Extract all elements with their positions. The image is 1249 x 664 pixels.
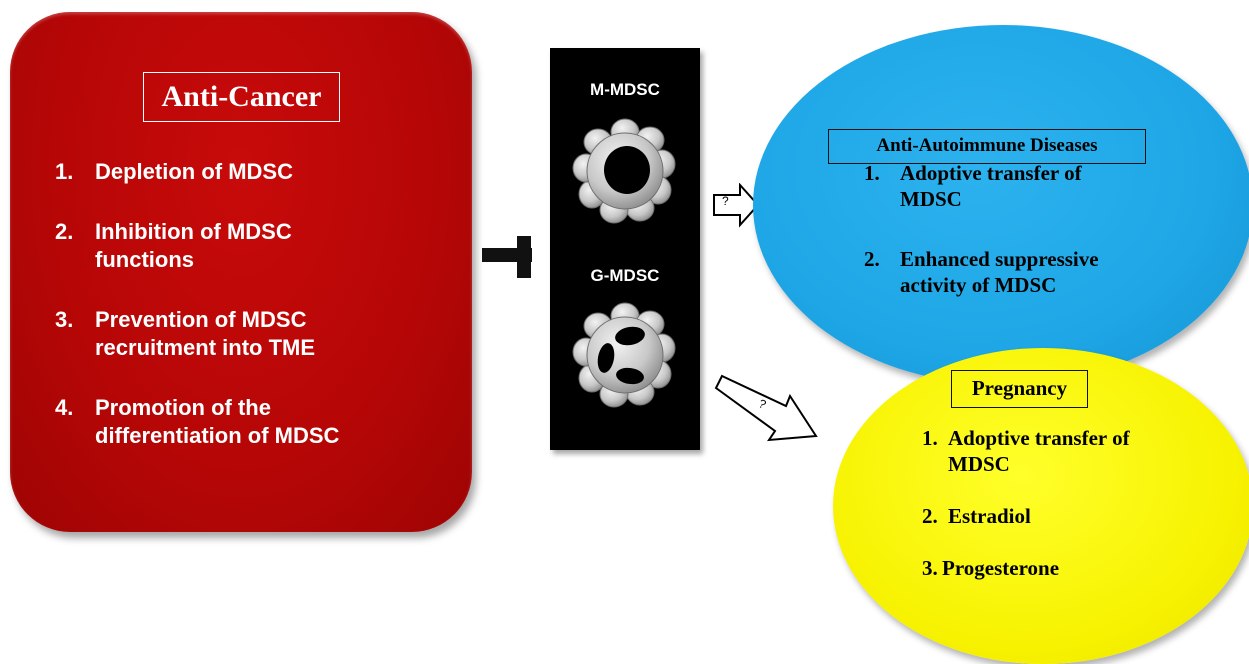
anti-autoimmune-ellipse: [753, 25, 1249, 385]
anti-cancer-box: [10, 12, 472, 532]
anti-cancer-item-2-text: Inhibition of MDSC functions: [95, 219, 292, 272]
pregnancy-list: 1. Adoptive transfer of MDSC 2. Estradio…: [922, 425, 1178, 581]
anti-autoimmune-title: Anti-Autoimmune Diseases: [828, 129, 1146, 164]
anti-autoimmune-item-1-number: 1.: [864, 161, 880, 185]
g-mdsc-cell-icon: [572, 302, 676, 408]
anti-autoimmune-item-2: 2. Enhanced suppressive activity of MDSC: [864, 246, 1150, 298]
anti-cancer-item-4-number: 4.: [55, 395, 74, 420]
arrow-to-autoimmune-label: ?: [722, 194, 729, 208]
anti-cancer-item-3: 3. Prevention of MDSC recruitment into T…: [55, 306, 395, 362]
anti-cancer-title: Anti-Cancer: [143, 72, 340, 122]
arrow-to-autoimmune-icon: [713, 183, 760, 228]
anti-cancer-item-3-number: 3.: [55, 307, 74, 332]
anti-cancer-item-2: 2. Inhibition of MDSC functions: [55, 218, 395, 274]
anti-cancer-item-4-text: Promotion of the differentiation of MDSC: [95, 395, 340, 448]
inhibition-bar: [517, 236, 531, 278]
anti-autoimmune-item-1-text: Adoptive transfer of MDSC: [900, 161, 1082, 211]
anti-autoimmune-item-2-text: Enhanced suppressive activity of MDSC: [900, 247, 1099, 297]
anti-cancer-item-1-number: 1.: [55, 159, 74, 184]
anti-cancer-item-1: 1. Depletion of MDSC: [55, 158, 395, 186]
pregnancy-item-1-text: Adoptive transfer of MDSC: [948, 426, 1130, 476]
anti-autoimmune-list: 1. Adoptive transfer of MDSC 2. Enhanced…: [864, 160, 1150, 298]
pregnancy-item-2: 2. Estradiol: [922, 503, 1178, 529]
anti-autoimmune-item-2-number: 2.: [864, 247, 880, 271]
pregnancy-ellipse: [833, 348, 1249, 664]
pregnancy-title: Pregnancy: [951, 370, 1088, 408]
anti-cancer-item-2-number: 2.: [55, 219, 74, 244]
anti-cancer-item-1-text: Depletion of MDSC: [95, 159, 293, 184]
pregnancy-item-2-number: 2.: [922, 504, 938, 528]
pregnancy-item-3-number: 3.: [922, 556, 938, 580]
g-mdsc-label: G-MDSC: [590, 266, 660, 285]
m-mdsc-label: M-MDSC: [590, 80, 660, 99]
anti-cancer-item-4: 4. Promotion of the differentiation of M…: [55, 394, 395, 450]
pregnancy-item-1: 1. Adoptive transfer of MDSC: [922, 425, 1178, 477]
pregnancy-item-3-text: Progesterone: [942, 556, 1060, 580]
mdsc-panel: M-MDSC G-MDSC: [550, 48, 700, 450]
anti-autoimmune-item-1: 1. Adoptive transfer of MDSC: [864, 160, 1150, 212]
pregnancy-item-2-text: Estradiol: [948, 504, 1031, 528]
anti-cancer-list: 1. Depletion of MDSC 2. Inhibition of MD…: [55, 158, 395, 450]
arrow-to-pregnancy-icon: [714, 374, 818, 442]
anti-cancer-item-3-text: Prevention of MDSC recruitment into TME: [95, 307, 316, 360]
pregnancy-item-1-number: 1.: [922, 426, 938, 450]
pregnancy-item-3: 3. Progesterone: [922, 555, 1178, 581]
m-mdsc-cell-icon: [572, 118, 676, 224]
